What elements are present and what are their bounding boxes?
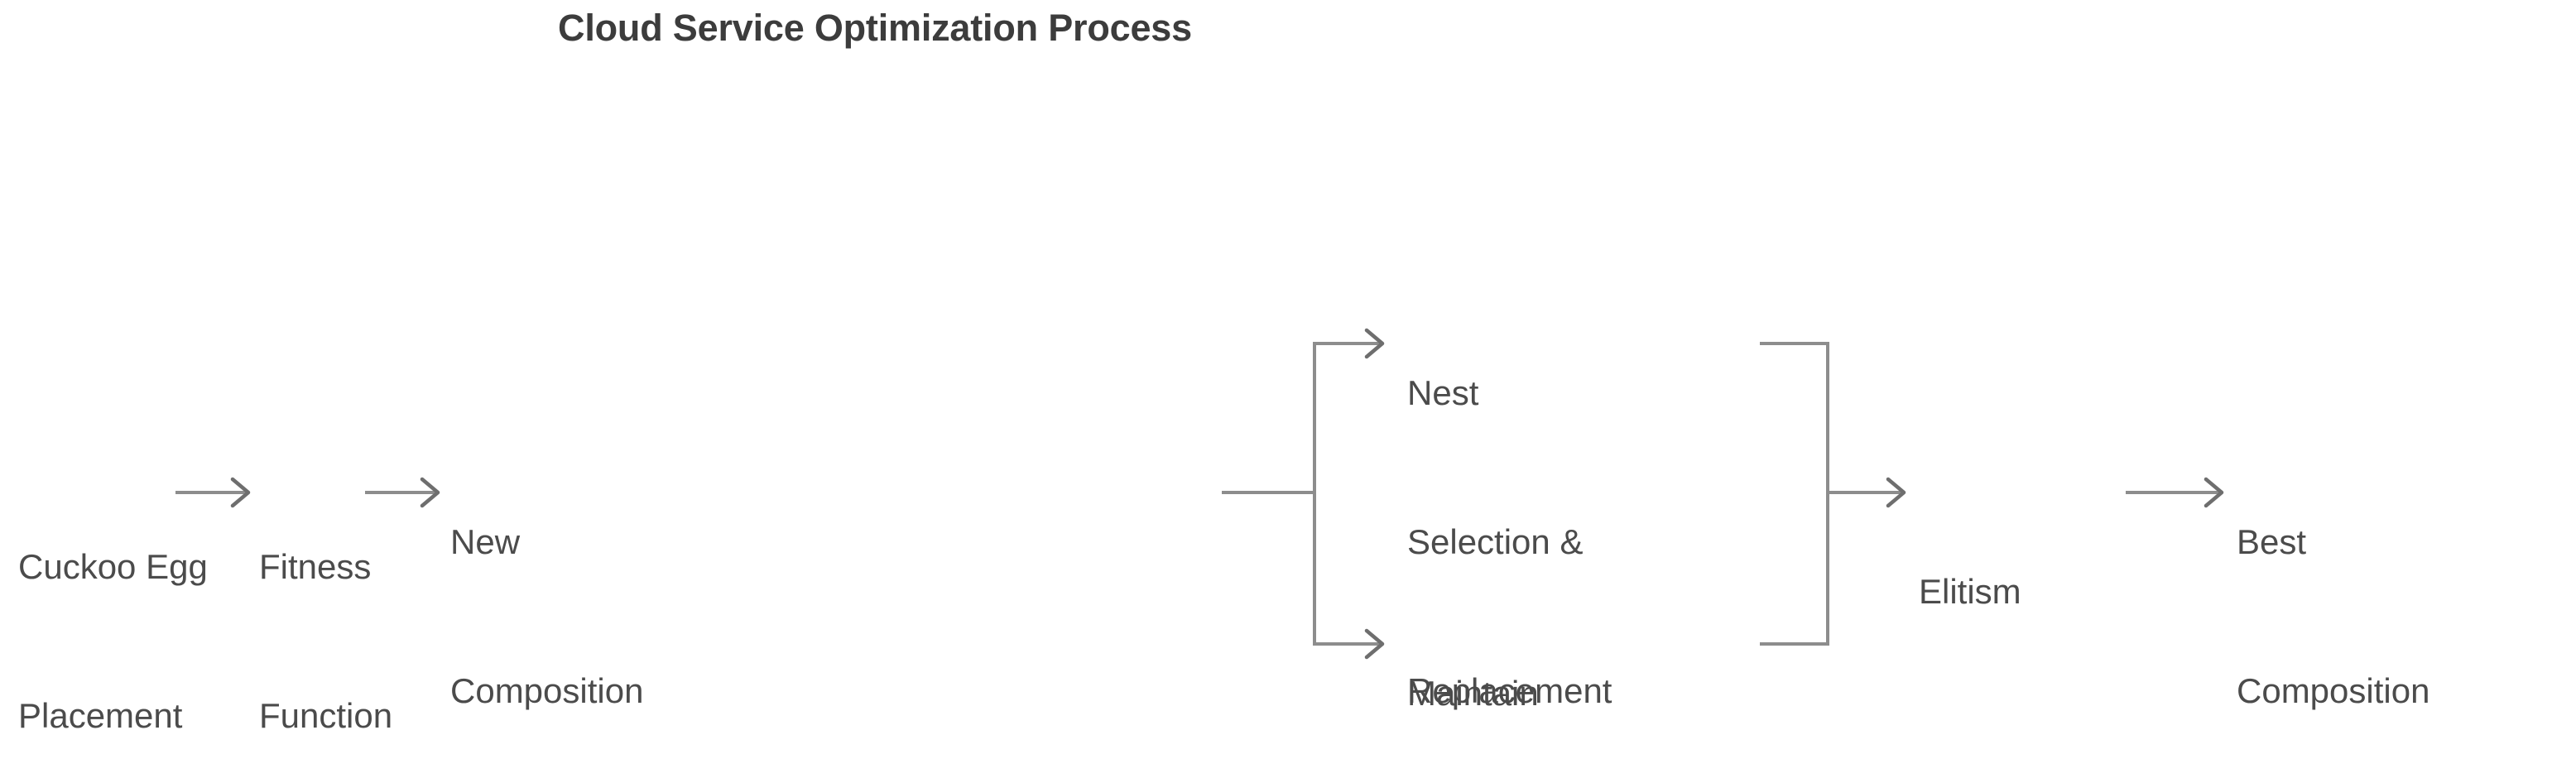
node-maintain-current-composition[interactable]: Maintain Current Composition bbox=[1407, 569, 1600, 759]
node-line: Composition bbox=[450, 671, 644, 710]
node-fitness-function[interactable]: Fitness Function bbox=[259, 443, 392, 759]
node-line: Composition bbox=[2237, 671, 2430, 710]
node-line: Fitness bbox=[259, 547, 372, 586]
node-line: Function bbox=[259, 696, 393, 735]
node-line: Replacement bbox=[1407, 671, 1612, 710]
page-title: Cloud Service Optimization Process bbox=[558, 7, 1192, 49]
edge-elitism-to-bestcomposition bbox=[2126, 477, 2224, 508]
node-elitism[interactable]: Elitism bbox=[1919, 468, 2021, 716]
node-line: Best bbox=[2237, 522, 2307, 561]
node-nest-selection-replacement[interactable]: Nest Selection & Replacement bbox=[1407, 269, 1612, 759]
edge-merge-to-elitism bbox=[1826, 477, 1906, 508]
node-new-composition-better[interactable]: New Composition Better? bbox=[450, 418, 643, 759]
node-line: New bbox=[450, 522, 521, 561]
node-line: Nest bbox=[1407, 373, 1479, 412]
node-best-composition-maintained[interactable]: Best Composition Maintained bbox=[2237, 418, 2429, 759]
branch-split-bracket bbox=[1313, 328, 1385, 660]
node-line: Selection & bbox=[1407, 522, 1584, 561]
node-line: Elitism bbox=[1919, 572, 2021, 611]
node-line: Cuckoo Egg bbox=[18, 547, 208, 586]
node-line: Placement bbox=[18, 696, 183, 735]
branch-merge-bracket bbox=[1760, 342, 1829, 646]
node-cuckoo-egg-placement[interactable]: Cuckoo Egg Placement bbox=[18, 443, 208, 759]
node-line: Maintain bbox=[1407, 674, 1539, 713]
